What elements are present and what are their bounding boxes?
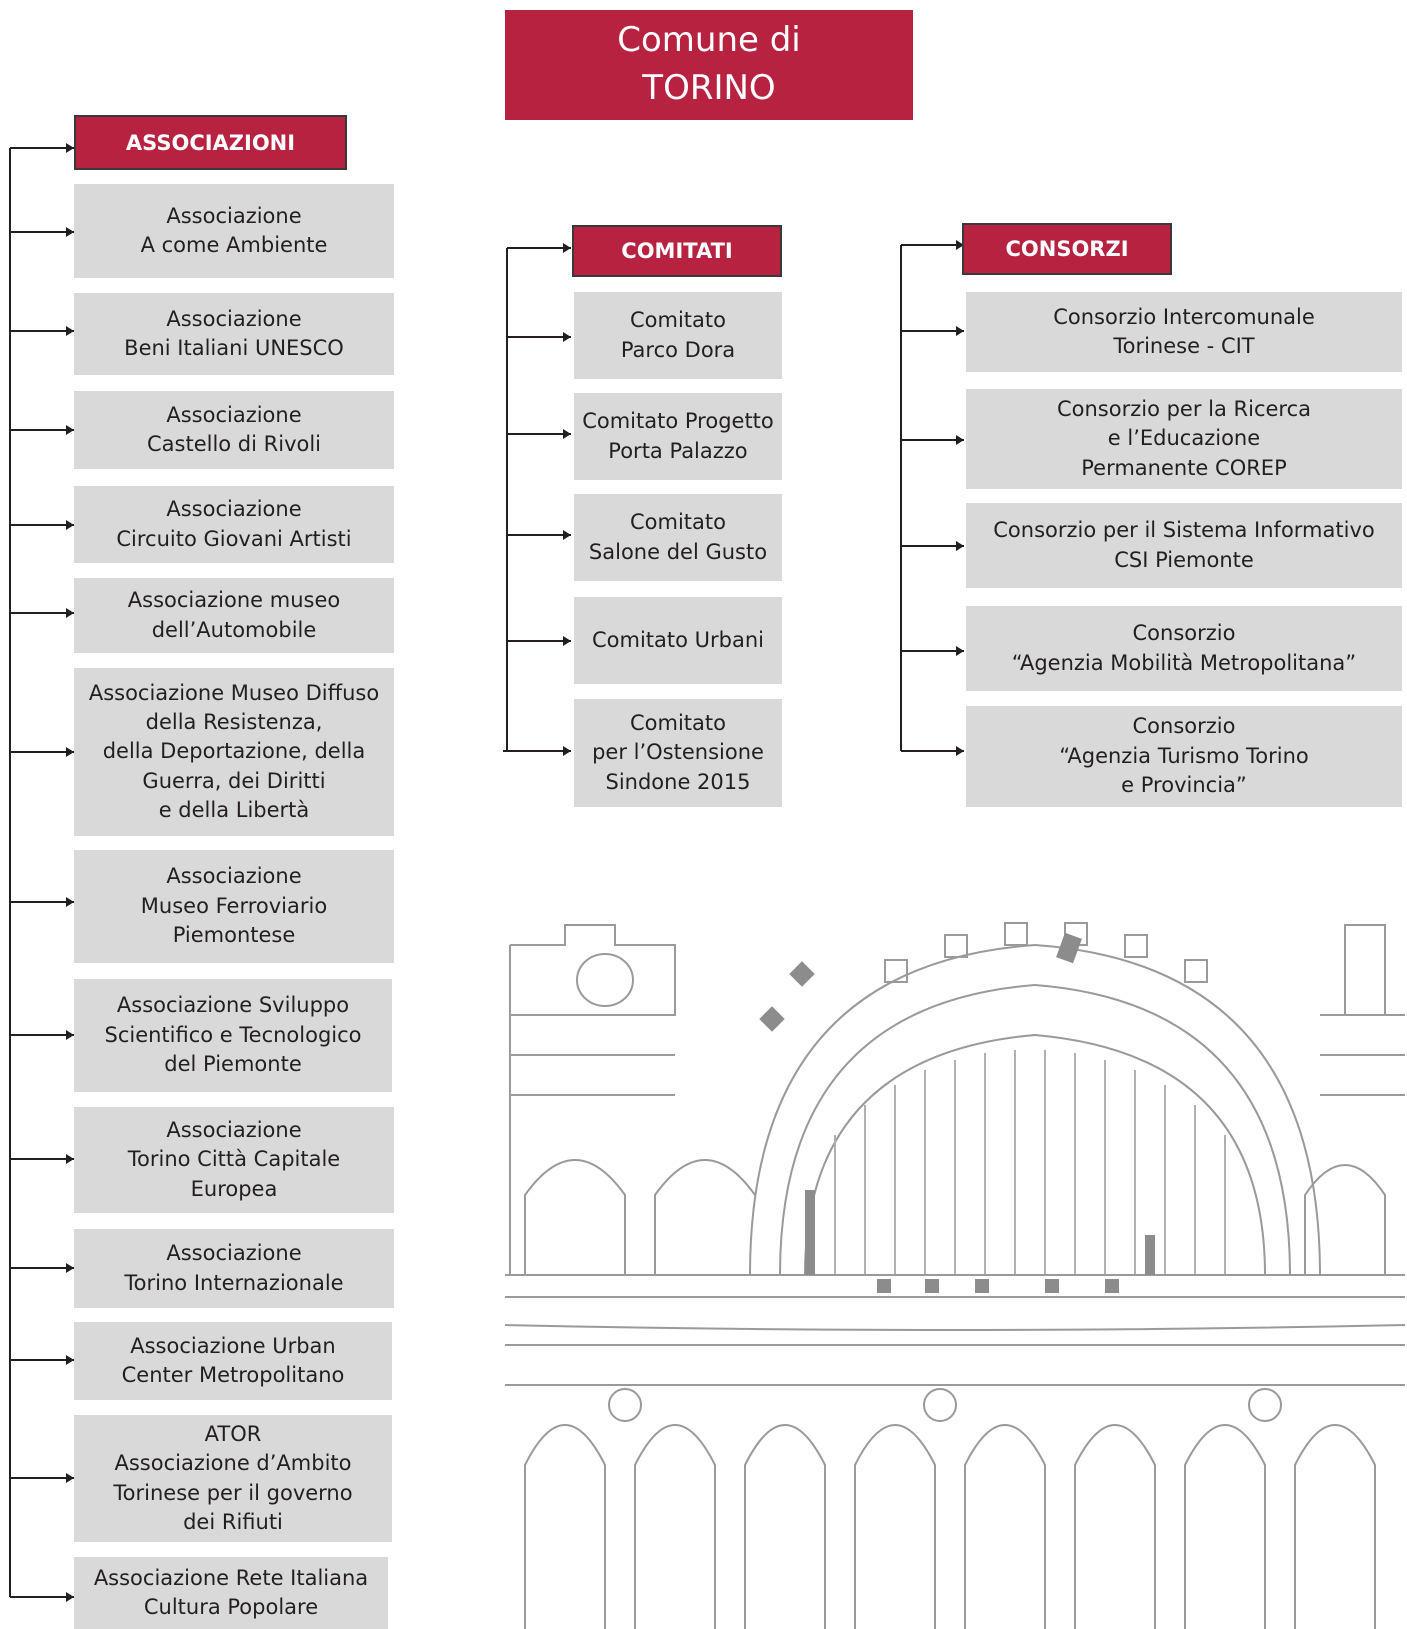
associazione-box: Associazione Castello di Rivoli [74,391,394,469]
category-comitati-label: COMITATI [621,239,733,263]
associazione-label: Associazione Urban Center Metropolitano [121,1333,345,1387]
associazione-box: Associazione Museo Ferroviario Piemontes… [74,850,394,963]
category-comitati: COMITATI [572,225,782,277]
associazione-label: Associazione Torino Città Capitale Europ… [127,1117,341,1201]
comitato-box: Comitato Parco Dora [574,292,782,379]
associazione-box: Associazione Museo Diffuso della Resiste… [74,668,394,836]
associazione-label: Associazione Castello di Rivoli [146,402,322,456]
category-associazioni-label: ASSOCIAZIONI [125,130,296,155]
comitato-label: Comitato per l’Ostensione Sindone 2015 [592,710,764,794]
associazione-label: Associazione Beni Italiani UNESCO [124,306,344,360]
consorzio-box: Consorzio “Agenzia Turismo Torino e Prov… [966,706,1402,807]
associazione-box: ATOR Associazione d’Ambito Torinese per … [74,1415,392,1542]
associazione-label: Associazione Circuito Giovani Artisti [116,497,352,551]
consorzio-label: Consorzio “Agenzia Turismo Torino e Prov… [1059,714,1309,798]
comitato-box: Comitato Urbani [574,597,782,684]
consorzio-box: Consorzio per il Sistema Informativo CSI… [966,503,1402,588]
associazione-box: Associazione Torino Internazionale [74,1229,394,1308]
category-consorzi: CONSORZI [962,223,1172,275]
consorzio-label: Consorzio per il Sistema Informativo CSI… [993,518,1375,572]
associazione-label: Associazione Rete Italiana Cultura Popol… [93,1565,369,1619]
consorzio-box: Consorzio Intercomunale Torinese - CIT [966,292,1402,372]
associazione-label: Associazione A come Ambiente [140,203,328,257]
comitato-label: Comitato Salone del Gusto [588,510,768,564]
associazione-label: ATOR Associazione d’Ambito Torinese per … [113,1421,353,1534]
associazione-box: Associazione Beni Italiani UNESCO [74,293,394,375]
associazione-label: Associazione Sviluppo Scientifico e Tecn… [104,993,362,1077]
consorzio-box: Consorzio per la Ricerca e l’Educazione … [966,389,1402,489]
associazione-label: Associazione Museo Diffuso della Resiste… [88,680,380,823]
header-line-2: TORINO [642,68,776,108]
category-consorzi-label: CONSORZI [1005,237,1129,261]
consorzio-label: Consorzio Intercomunale Torinese - CIT [1053,304,1315,358]
comitato-label: Comitato Urbani [591,627,764,652]
consorzio-label: Consorzio per la Ricerca e l’Educazione … [1056,396,1312,480]
associazione-box: Associazione Urban Center Metropolitano [74,1322,392,1400]
associazione-label: Associazione museo dell’Automobile [127,588,341,642]
comitato-box: Comitato Progetto Porta Palazzo [574,393,782,480]
building-sketch-illustration [505,922,1405,1629]
associazione-box: Associazione Sviluppo Scientifico e Tecn… [74,979,392,1092]
associazione-box: Associazione Circuito Giovani Artisti [74,486,394,563]
comitato-label: Comitato Progetto Porta Palazzo [582,409,774,463]
comitato-box: Comitato per l’Ostensione Sindone 2015 [574,699,782,807]
associazione-box: Associazione A come Ambiente [74,184,394,278]
associazione-box: Associazione Torino Città Capitale Europ… [74,1107,394,1213]
consorzio-label: Consorzio “Agenzia Mobilità Metropolitan… [1011,621,1357,675]
comitato-box: Comitato Salone del Gusto [574,494,782,581]
associazione-label: Associazione Torino Internazionale [124,1241,344,1295]
associazione-box: Associazione Rete Italiana Cultura Popol… [74,1557,388,1629]
category-associazioni: ASSOCIAZIONI [74,115,347,170]
associazione-label: Associazione Museo Ferroviario Piemontes… [140,864,328,948]
header-comune-torino: Comune di TORINO [505,10,913,120]
comitato-label: Comitato Parco Dora [620,308,736,362]
associazione-box: Associazione museo dell’Automobile [74,578,394,653]
consorzio-box: Consorzio “Agenzia Mobilità Metropolitan… [966,606,1402,691]
header-line-1: Comune di [617,20,801,61]
